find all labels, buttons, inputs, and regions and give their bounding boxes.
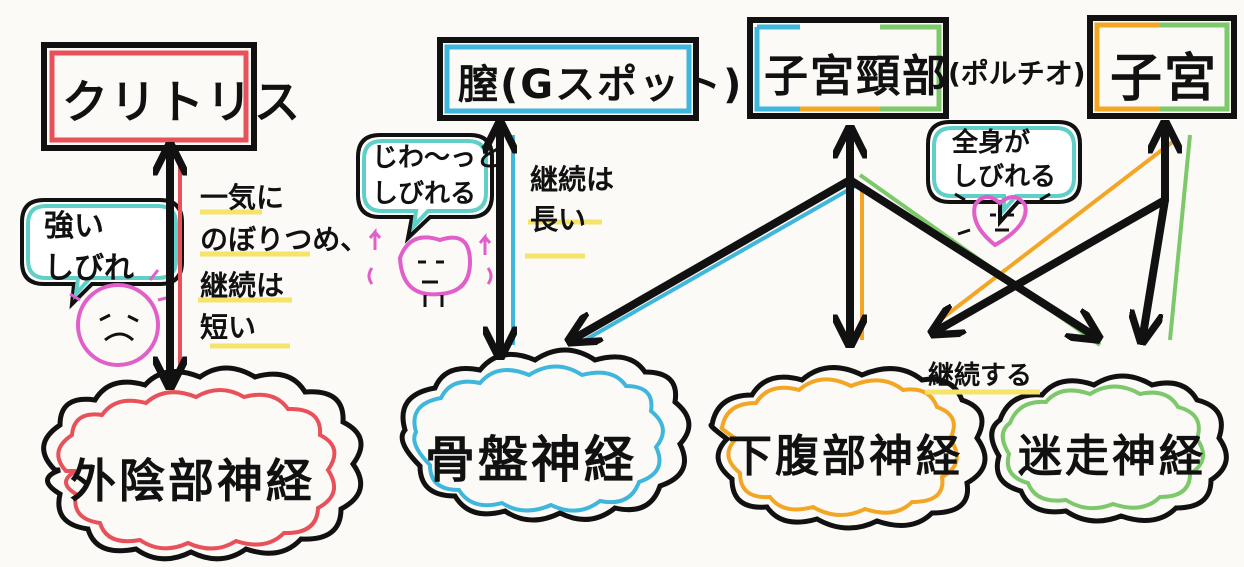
cloud-vagus bbox=[989, 373, 1229, 524]
box-cervix bbox=[747, 17, 949, 119]
label-vagina: 膣(Gスポット) bbox=[458, 62, 744, 108]
note-vagina-line-2: 長い bbox=[530, 203, 587, 236]
note-highlights bbox=[198, 209, 1040, 395]
label-hypogastric-nerve: 下腹部神経 bbox=[728, 431, 963, 482]
arrows bbox=[170, 130, 1165, 380]
note-cervix: 継続する bbox=[928, 361, 1033, 391]
label-clitoris: クリトリス bbox=[62, 75, 302, 129]
cloud-pelvic bbox=[399, 347, 692, 523]
note-clitoris-line-3: 継続は bbox=[200, 269, 285, 302]
note-clitoris: 一気に のぼりつめ、 継続は 短い bbox=[200, 178, 368, 348]
box-clitoris bbox=[41, 42, 257, 151]
box-vagina bbox=[437, 37, 699, 121]
arrow-uterus-hypogastric bbox=[938, 196, 1169, 330]
bubble-clitoris-line-1: 強い bbox=[44, 209, 104, 244]
cloud-hypogastric bbox=[708, 365, 988, 531]
note-vagina: 継続は 長い bbox=[530, 160, 614, 240]
cloud-pudendal bbox=[41, 365, 364, 562]
bubble-vagina-line-1: じわ〜っと bbox=[372, 143, 503, 173]
box-uterus bbox=[1087, 15, 1237, 119]
note-clitoris-line-4: 短い bbox=[200, 311, 257, 344]
bubble-vagina-line-2: しびれる bbox=[372, 179, 477, 209]
label-pelvic-nerve: 骨盤神経 bbox=[425, 431, 637, 489]
bubble-cervix-line-1: 全身が bbox=[952, 128, 1031, 158]
note-vagina-line-1: 継続は bbox=[530, 163, 615, 196]
arrow-cervix-vagus bbox=[846, 176, 1093, 335]
bubble-cervix-text: 全身が しびれる bbox=[952, 126, 1056, 194]
bubble-vagina-text: じわ〜っと しびれる bbox=[372, 140, 502, 212]
label-cervix-note: (ポルチオ) bbox=[948, 57, 1086, 90]
note-clitoris-line-1: 一気に bbox=[200, 181, 285, 214]
arrow-uterus-vagus bbox=[1143, 196, 1169, 335]
bubble-cervix-line-2: しびれる bbox=[952, 162, 1057, 192]
bubble-clitoris-line-2: しびれ bbox=[44, 251, 134, 286]
label-vagus-nerve: 迷走神経 bbox=[1018, 431, 1206, 482]
character-vagina bbox=[367, 227, 493, 307]
bubble-cervix-shape bbox=[926, 120, 1082, 228]
bubble-clitoris-text: 強い しびれ bbox=[44, 206, 134, 290]
character-cervix bbox=[954, 192, 1051, 248]
note-clitoris-line-2: のぼりつめ、 bbox=[200, 223, 369, 256]
label-cervix: 子宮頸部 bbox=[764, 51, 948, 102]
label-uterus: 子宮 bbox=[1110, 49, 1219, 109]
label-pudendal-nerve: 外陰部神経 bbox=[70, 454, 315, 508]
arrow-cervix-pelvic bbox=[575, 176, 854, 338]
